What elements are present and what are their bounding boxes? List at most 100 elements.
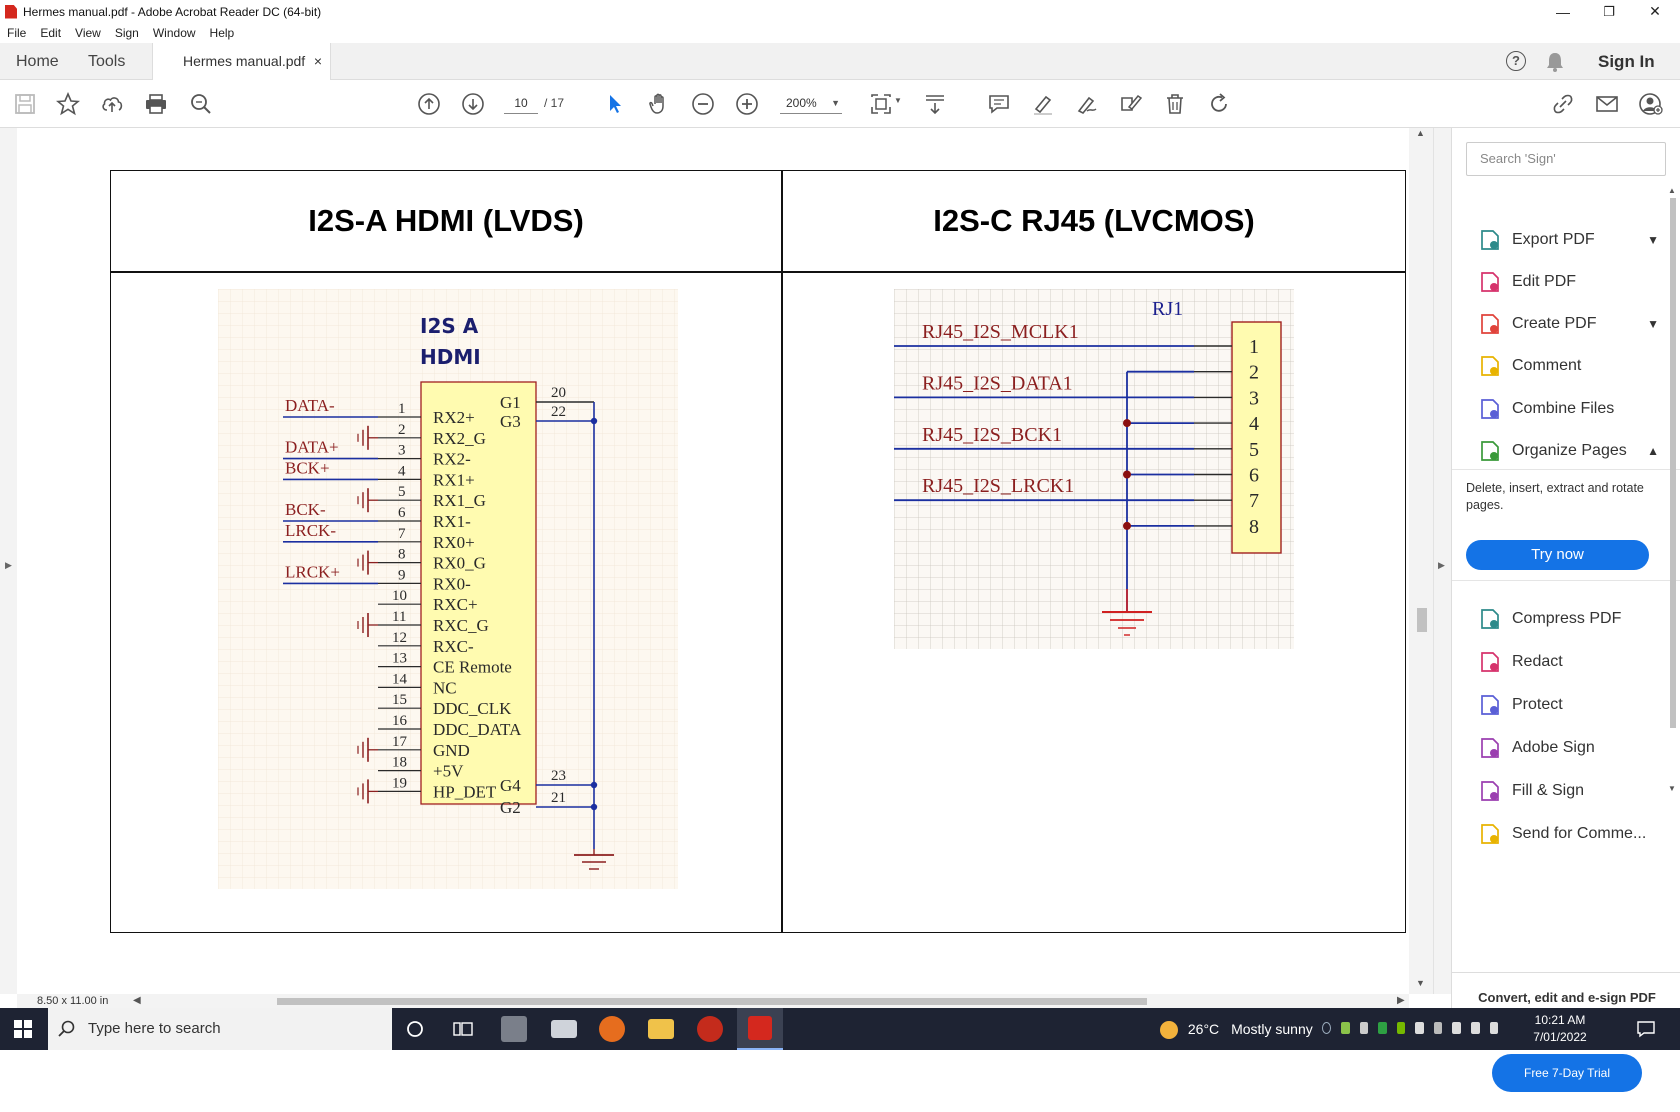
free-trial-button[interactable]: Free 7-Day Trial <box>1492 1054 1642 1092</box>
print-icon[interactable] <box>143 91 169 117</box>
zoom-in-icon[interactable] <box>734 91 760 117</box>
comment-icon[interactable] <box>986 91 1012 117</box>
menu-file[interactable]: File <box>7 26 27 40</box>
help-icon[interactable]: ? <box>1506 51 1526 71</box>
zoom-out-icon[interactable] <box>690 91 716 117</box>
taskbar-search-input[interactable]: Type here to search <box>48 1008 392 1050</box>
hdmi-pin-number: 4 <box>398 463 406 479</box>
right-panel-splitter[interactable]: ▶ <box>1433 128 1451 994</box>
tray-defender-icon[interactable] <box>1378 1022 1387 1034</box>
acrobat-taskbar-button[interactable] <box>737 1008 783 1050</box>
scrolling-mode-icon[interactable] <box>922 91 948 117</box>
email-envelope-icon[interactable] <box>1594 91 1620 117</box>
tab-tools[interactable]: Tools <box>88 53 126 70</box>
battery-icon[interactable] <box>1452 1022 1461 1034</box>
tool-combine-files[interactable]: Combine Files <box>1452 387 1680 431</box>
scroll-up-icon[interactable]: ▲ <box>1416 128 1425 138</box>
menu-help[interactable]: Help <box>209 26 235 40</box>
sign-in-button[interactable]: Sign In <box>1598 52 1655 71</box>
notification-center-icon[interactable] <box>1636 1020 1656 1038</box>
tools-search-input[interactable]: Search 'Sign' <box>1466 142 1666 176</box>
hand-tool-icon[interactable] <box>646 91 672 117</box>
upload-cloud-icon[interactable] <box>99 91 125 117</box>
file-explorer-app-icon[interactable] <box>648 1019 674 1039</box>
tools-pane-scrollbar[interactable]: ▲ ▼ <box>1668 186 1678 966</box>
tray-app-icon[interactable] <box>1359 1022 1369 1034</box>
scroll-up-icon[interactable]: ▲ <box>1668 186 1676 195</box>
delete-trash-icon[interactable] <box>1162 91 1188 117</box>
network-icon[interactable] <box>1470 1022 1480 1034</box>
close-window-button[interactable]: ✕ <box>1649 3 1661 19</box>
vertical-scrollbar[interactable]: ▲ ▼ <box>1409 128 1433 994</box>
hdmi-pin-name: RXC_G <box>433 616 489 635</box>
rotate-redo-icon[interactable] <box>1206 91 1232 117</box>
vertical-scroll-thumb[interactable] <box>1417 608 1427 632</box>
tool-create-pdf[interactable]: Create PDF▼ <box>1452 302 1680 346</box>
save-icon[interactable] <box>12 91 38 117</box>
select-cursor-icon[interactable] <box>602 91 628 117</box>
scroll-down-icon[interactable]: ▼ <box>1416 978 1425 988</box>
draw-signature-icon[interactable] <box>1074 91 1100 117</box>
tool-compress-pdf[interactable]: Compress PDF <box>1452 597 1680 641</box>
firefox-app-icon[interactable] <box>599 1016 625 1042</box>
menu-view[interactable]: View <box>75 26 101 40</box>
weather-widget[interactable]: 26°C Mostly sunny <box>1160 1008 1313 1050</box>
tool-comment[interactable]: Comment <box>1452 344 1680 388</box>
tab-home[interactable]: Home <box>16 53 59 70</box>
file-server-app-icon[interactable] <box>501 1016 527 1042</box>
mail-app-icon[interactable] <box>551 1020 577 1038</box>
tool-fill-sign[interactable]: Fill & Sign <box>1452 769 1680 813</box>
tool-organize-pages[interactable]: Organize Pages▲ <box>1452 429 1680 473</box>
minimize-button[interactable]: — <box>1556 3 1570 20</box>
page-fit-icon[interactable] <box>868 91 894 117</box>
expand-left-panel-icon[interactable]: ▶ <box>5 560 12 570</box>
menu-edit[interactable]: Edit <box>40 26 62 40</box>
add-user-icon[interactable] <box>1638 91 1664 117</box>
scroll-left-icon[interactable]: ◀ <box>133 995 141 1006</box>
chevron-down-icon[interactable]: ▼ <box>1647 317 1659 331</box>
bookmark-star-icon[interactable] <box>55 91 81 117</box>
volume-icon[interactable] <box>1489 1022 1499 1034</box>
page-number-input[interactable]: 10 <box>504 92 538 114</box>
tool-send-for-comment[interactable]: Send for Comme... <box>1452 812 1680 856</box>
tray-security-icon[interactable] <box>1341 1022 1350 1034</box>
tool-redact[interactable]: Redact <box>1452 640 1680 684</box>
next-page-icon[interactable] <box>460 91 486 117</box>
zoom-level-select[interactable]: 200% ▼ <box>780 92 842 114</box>
pinned-app-icon[interactable] <box>697 1016 723 1042</box>
share-link-icon[interactable] <box>1550 91 1576 117</box>
tool-protect[interactable]: Protect <box>1452 683 1680 727</box>
find-magnifier-icon[interactable] <box>188 91 214 117</box>
notifications-bell-icon[interactable] <box>1545 51 1565 73</box>
highlight-pen-icon[interactable] <box>1030 91 1056 117</box>
horizontal-scrollbar[interactable]: 8.50 x 11.00 in ◀ ▶ <box>17 994 1409 1008</box>
cortana-circle-icon[interactable] <box>406 1020 424 1038</box>
fill-sign-icon[interactable] <box>1118 91 1144 117</box>
try-now-button[interactable]: Try now <box>1466 540 1649 570</box>
task-view-icon[interactable] <box>453 1020 473 1038</box>
hdmi-connector-body <box>420 381 537 805</box>
chevron-down-icon[interactable]: ▼ <box>894 96 902 105</box>
close-tab-icon[interactable]: × <box>313 53 322 69</box>
chevron-down-icon[interactable]: ▼ <box>1647 233 1659 247</box>
previous-page-icon[interactable] <box>416 91 442 117</box>
windows-start-icon[interactable] <box>14 1020 32 1038</box>
tray-mail-icon[interactable] <box>1415 1022 1424 1034</box>
menu-window[interactable]: Window <box>152 26 196 40</box>
tray-circle-icon[interactable] <box>1322 1022 1332 1034</box>
maximize-button[interactable]: ❐ <box>1603 3 1615 19</box>
chevron-up-icon[interactable]: ▲ <box>1647 444 1659 458</box>
tools-pane-scroll-thumb[interactable] <box>1670 198 1676 728</box>
tool-export-pdf[interactable]: Export PDF▼ <box>1452 218 1680 262</box>
tool-edit-pdf[interactable]: Edit PDF <box>1452 260 1680 304</box>
tray-usb-icon[interactable] <box>1433 1022 1443 1034</box>
taskbar-clock[interactable]: 10:21 AM 7/01/2022 <box>1520 1012 1600 1046</box>
collapse-right-panel-icon[interactable]: ▶ <box>1438 560 1445 570</box>
menu-sign[interactable]: Sign <box>114 26 139 40</box>
scroll-down-icon[interactable]: ▼ <box>1668 784 1676 793</box>
tool-adobe-sign[interactable]: Adobe Sign <box>1452 726 1680 770</box>
nvidia-tray-icon[interactable] <box>1396 1022 1406 1034</box>
tab-document[interactable]: Hermes manual.pdf × <box>152 43 331 81</box>
scroll-right-icon[interactable]: ▶ <box>1397 995 1405 1006</box>
horizontal-scroll-thumb[interactable] <box>277 998 1147 1005</box>
